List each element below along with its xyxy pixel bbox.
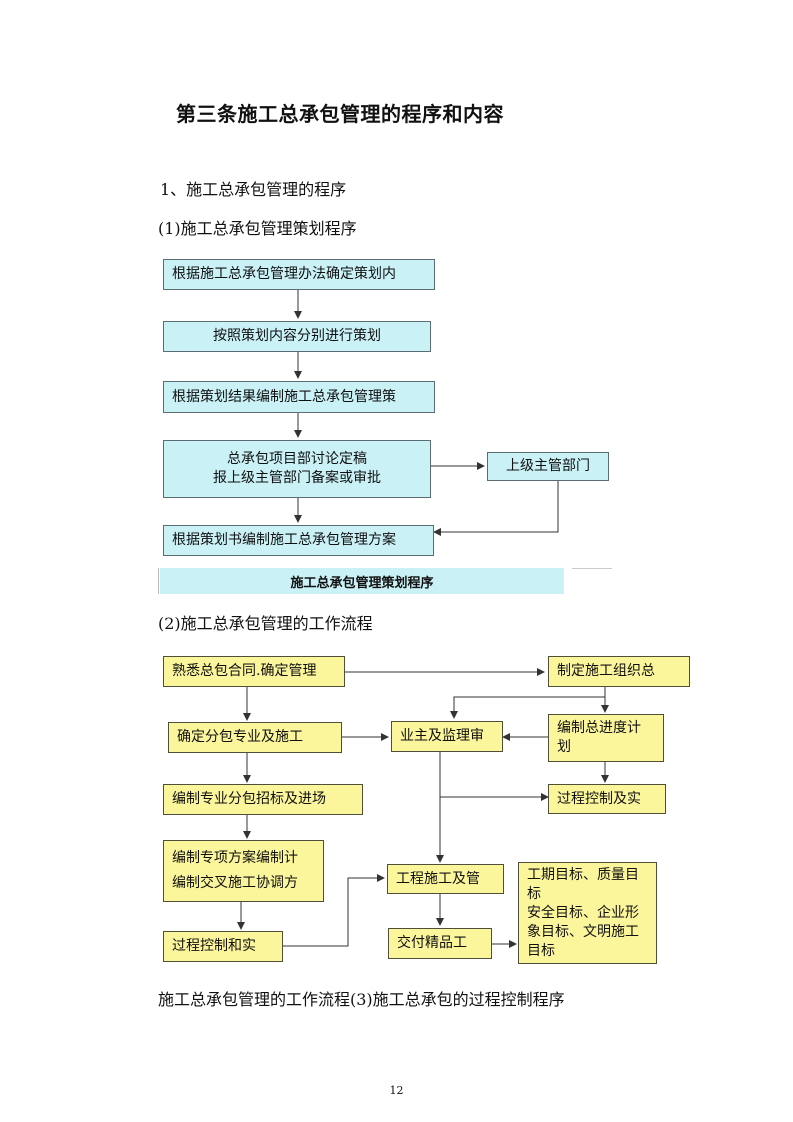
section-heading: 1、施工总承包管理的程序 <box>160 180 347 199</box>
flow2-special-schemes: 编制专项方案编制计 编制交叉施工协调方 <box>163 840 324 902</box>
flow2-b3-label: 交付精品工 <box>397 935 467 951</box>
flow2-deliver-quality-project: 交付精品工 <box>388 928 492 959</box>
flow2-c2-line1: 编制总进度计 <box>557 720 641 736</box>
flow2-d1-line1: 工期目标、质量目 <box>527 866 639 883</box>
flow2-owner-supervisor-review: 业主及监理审 <box>391 721 503 752</box>
caption-right-rule <box>572 568 612 569</box>
page-title: 第三条施工总承包管理的程序和内容 <box>176 102 504 126</box>
flow1-caption: 施工总承包管理策划程序 <box>160 568 564 594</box>
page-number: 12 <box>389 1084 404 1097</box>
flow2-c1-label: 制定施工组织总 <box>557 663 655 679</box>
flow2-subcontract-tender: 编制专业分包招标及进场 <box>163 784 363 815</box>
flow2-d1-line5: 目标 <box>527 942 555 959</box>
flow1-step4-line2: 报上级主管部门备案或审批 <box>213 470 381 486</box>
flow1-step-determine-content: 根据施工总承包管理办法确定策划内 <box>163 259 435 290</box>
flow2-construction-organization: 制定施工组织总 <box>548 656 690 687</box>
flow2-process-control-implement: 过程控制及实 <box>548 784 666 814</box>
flow1-step-finalize-submit: 总承包项目部讨论定稿 报上级主管部门备案或审批 <box>163 440 431 498</box>
flow1-step1-label: 根据施工总承包管理办法确定策划内 <box>172 266 396 282</box>
flow2-a4-line2: 编制交叉施工协调方 <box>172 875 298 891</box>
flow2-c2-line2: 划 <box>557 739 571 755</box>
flow2-d1-line3: 安全目标、企业形 <box>527 904 639 921</box>
flow1-side-label: 上级主管部门 <box>506 458 590 474</box>
flow2-determine-subcontract: 确定分包专业及施工 <box>168 722 342 753</box>
flow2-process-control: 过程控制和实 <box>163 931 283 962</box>
bottom-heading: 施工总承包管理的工作流程(3)施工总承包的过程控制程序 <box>158 990 565 1009</box>
flow2-a1-label: 熟悉总包合同.确定管理 <box>172 663 317 679</box>
flow2-construction-management: 工程施工及管 <box>387 864 504 894</box>
flow1-step3-label: 根据策划结果编制施工总承包管理策 <box>172 388 396 405</box>
flow1-step-compile-scheme: 根据策划书编制施工总承包管理方案 <box>163 525 434 556</box>
caption-divider <box>158 568 159 594</box>
flow2-b1-label: 业主及监理审 <box>400 728 484 744</box>
flow2-a5-label: 过程控制和实 <box>172 938 256 954</box>
subsection-heading-planning: (1)施工总承包管理策划程序 <box>158 219 357 238</box>
flow2-d1-line4: 象目标、文明施工 <box>527 923 639 940</box>
subsection-heading-workflow: (2)施工总承包管理的工作流程 <box>158 614 373 633</box>
flow2-targets: 工期目标、质量目 标 安全目标、企业形 象目标、文明施工 目标 <box>518 862 657 964</box>
flow2-a4-line1: 编制专项方案编制计 <box>172 850 298 866</box>
flow2-a3-label: 编制专业分包招标及进场 <box>172 791 326 807</box>
flow1-superior-department: 上级主管部门 <box>487 452 609 481</box>
flow1-step-plan-separately: 按照策划内容分别进行策划 <box>163 321 431 352</box>
flow2-c3-label: 过程控制及实 <box>557 790 641 807</box>
flow2-master-schedule: 编制总进度计 划 <box>548 714 664 762</box>
flow2-familiarize-contract: 熟悉总包合同.确定管理 <box>163 656 345 687</box>
flow2-a2-label: 确定分包专业及施工 <box>177 729 303 745</box>
flow2-b2-label: 工程施工及管 <box>396 870 480 887</box>
flow1-step2-label: 按照策划内容分别进行策划 <box>213 328 381 344</box>
flow2-d1-line2: 标 <box>527 885 541 902</box>
flow1-step4-line1: 总承包项目部讨论定稿 <box>227 451 367 467</box>
flow1-step-compile-plan: 根据策划结果编制施工总承包管理策 <box>163 381 435 413</box>
flow1-step5-label: 根据策划书编制施工总承包管理方案 <box>172 532 396 548</box>
